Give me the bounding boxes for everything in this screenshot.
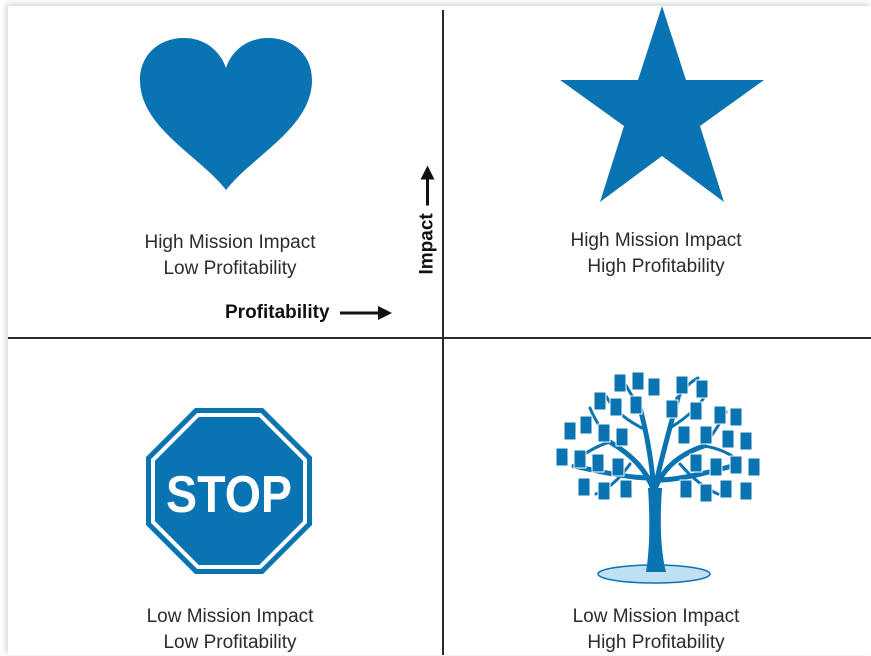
bottom-right-line2: High Profitability <box>587 632 725 653</box>
money-tree-icon <box>555 371 761 584</box>
quadrant-label-bottom-right: Low Mission Impact High Profitability <box>526 604 786 656</box>
stop-sign-text: STOP <box>166 466 292 524</box>
x-axis-title: Profitability <box>225 302 330 323</box>
top-left-line2: Low Profitability <box>163 258 297 279</box>
y-axis-label: Impact <box>410 160 440 275</box>
quadrant-label-bottom-left: Low Mission Impact Low Profitability <box>100 604 360 656</box>
quadrant-label-top-left: High Mission Impact Low Profitability <box>100 230 360 282</box>
bottom-right-line1: Low Mission Impact <box>572 606 740 627</box>
top-right-line2: High Profitability <box>587 256 725 277</box>
heart-icon <box>140 38 312 190</box>
top-left-line1: High Mission Impact <box>144 232 316 253</box>
horizontal-axis-divider <box>8 337 871 339</box>
bottom-left-line1: Low Mission Impact <box>146 606 314 627</box>
quadrant-label-top-right: High Mission Impact High Profitability <box>526 228 786 280</box>
x-axis-label: Profitability <box>225 302 392 324</box>
vertical-axis-divider <box>442 10 444 655</box>
bottom-left-line2: Low Profitability <box>163 632 297 653</box>
arrow-up-icon <box>420 165 435 206</box>
star-icon <box>560 6 764 202</box>
arrow-right-icon <box>339 306 392 320</box>
y-axis-title: Impact <box>416 213 438 275</box>
stop-sign-icon: STOP <box>146 408 312 574</box>
top-right-line1: High Mission Impact <box>570 230 742 251</box>
